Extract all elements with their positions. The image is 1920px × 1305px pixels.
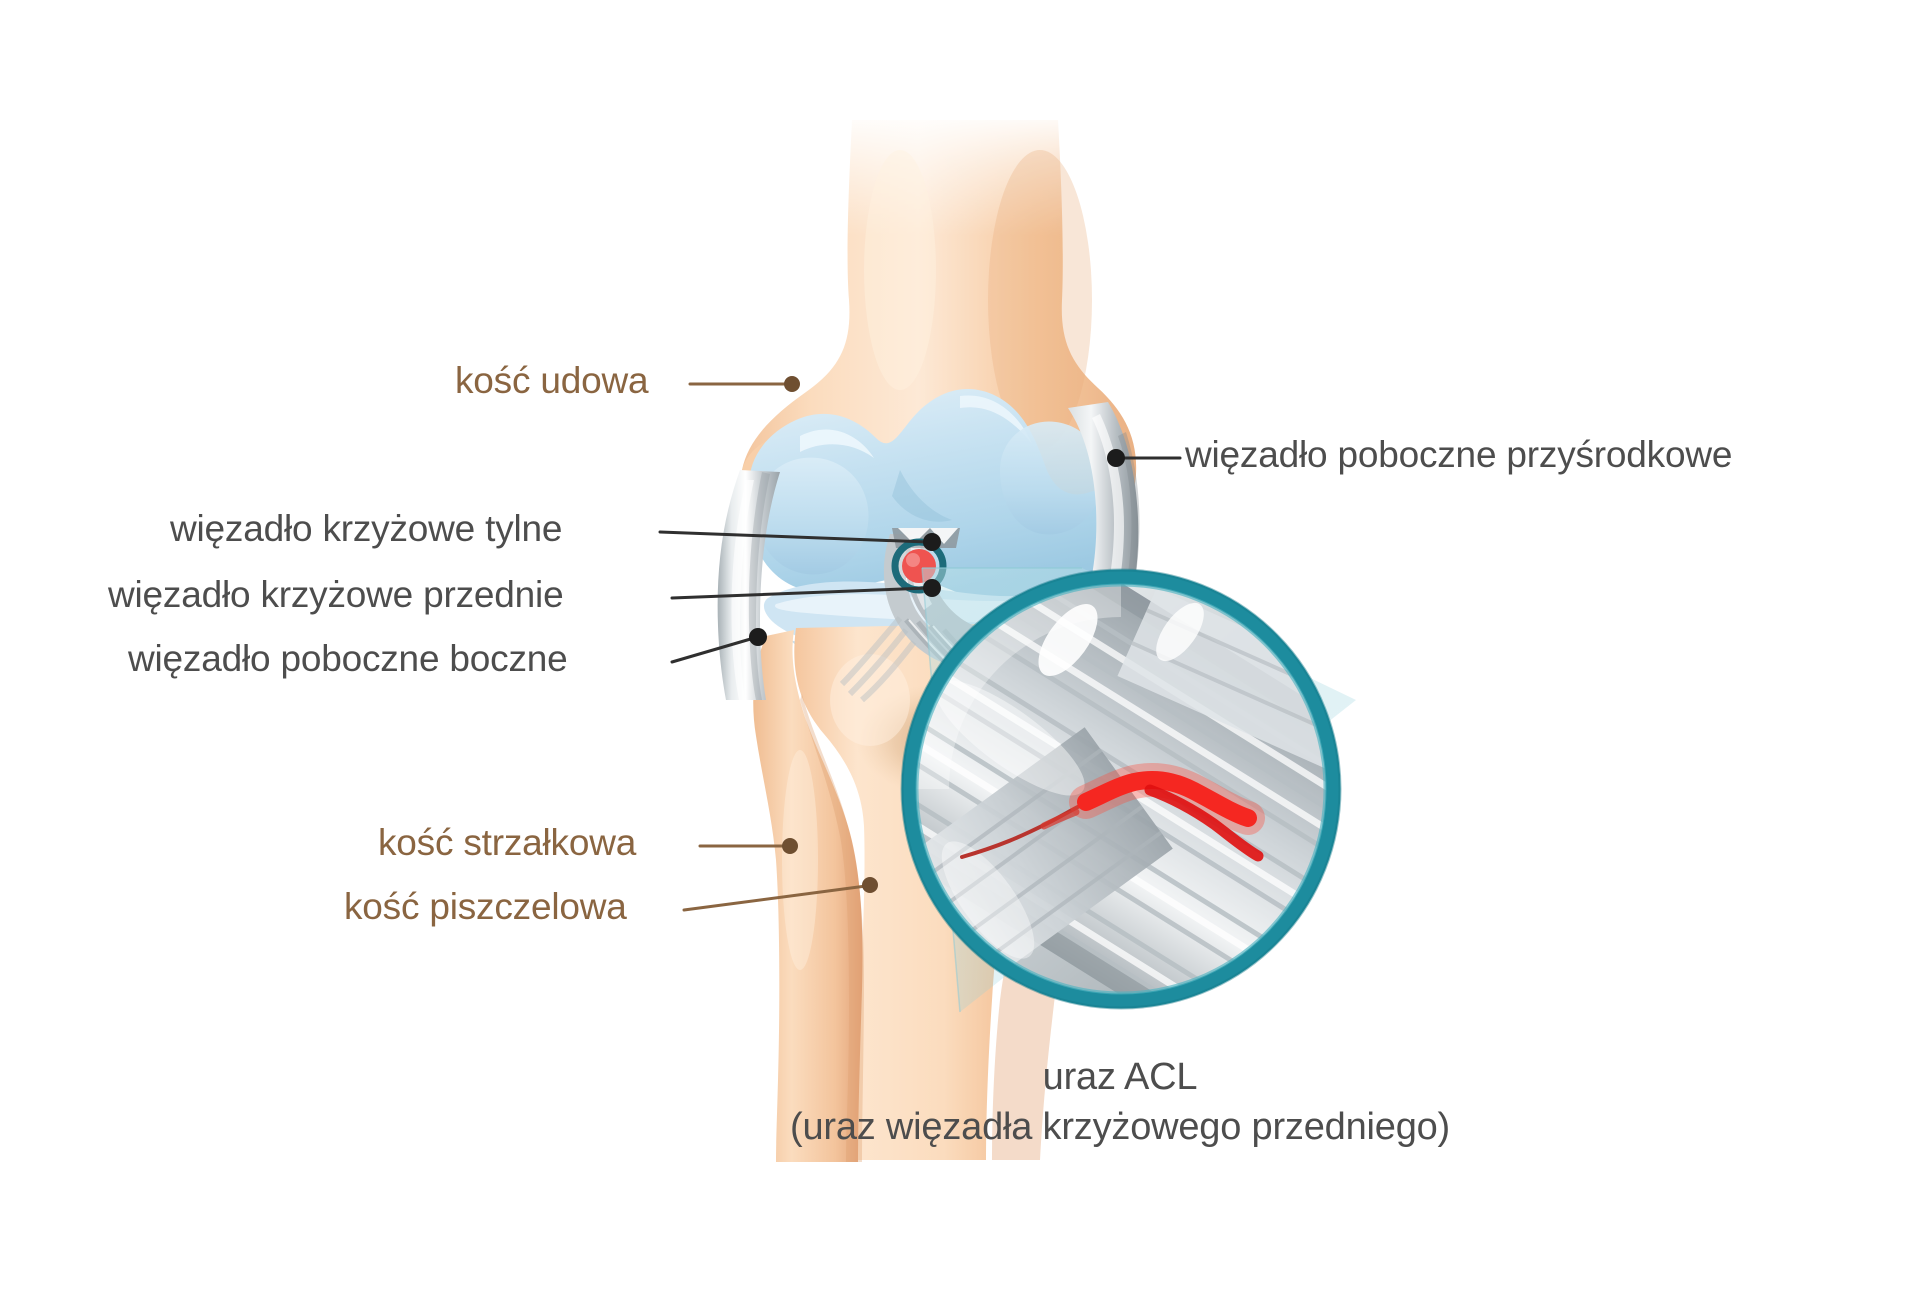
- leader-lcl: [670, 636, 756, 664]
- label-acl: więzadło krzyżowe przednie: [108, 574, 564, 615]
- leader-acl: [670, 586, 930, 600]
- label-femur: kość udowa: [455, 360, 649, 401]
- leader-dot-lcl: [749, 628, 767, 646]
- label-lcl: więzadło poboczne boczne: [128, 638, 568, 679]
- magnifier-ring: [901, 569, 1341, 1009]
- caption-block: uraz ACL (uraz więzadła krzyżowego przed…: [640, 1052, 1600, 1152]
- cruciate-ligaments: [839, 528, 1026, 703]
- femoral-cartilage: [749, 389, 1117, 607]
- leader-dot-tibia: [862, 877, 878, 893]
- lcl-ligament: [717, 470, 780, 700]
- tibial-plateau-cartilage: [763, 581, 1111, 672]
- label-mcl: więzadło poboczne przyśrodkowe: [1185, 434, 1733, 475]
- caption-line-1: uraz ACL: [1042, 1056, 1198, 1098]
- leader-dot-mcl: [1107, 449, 1125, 467]
- mcl-ligament: [1040, 402, 1140, 724]
- leader-dot-fibula: [782, 838, 798, 854]
- femur-bone: [740, 110, 1137, 567]
- leader-dot-femur: [784, 376, 800, 392]
- label-fibula: kość strzałkowa: [378, 822, 637, 863]
- leader-pcl: [658, 530, 930, 544]
- magnifier-inset: [900, 568, 1342, 1010]
- caption-line-2: (uraz więzadła krzyżowego przedniego): [789, 1106, 1451, 1149]
- leader-lines: [658, 376, 1182, 912]
- leader-dot-pcl: [923, 533, 941, 551]
- leader-tibia: [682, 884, 868, 912]
- label-tibia: kość piszczelowa: [344, 886, 627, 927]
- injury-marker: [891, 538, 947, 594]
- label-pcl: więzadło krzyżowe tylne: [170, 508, 563, 549]
- leader-dot-acl: [923, 579, 941, 597]
- acl-tear: [1077, 771, 1257, 827]
- magnifier-cone: [922, 568, 1356, 1012]
